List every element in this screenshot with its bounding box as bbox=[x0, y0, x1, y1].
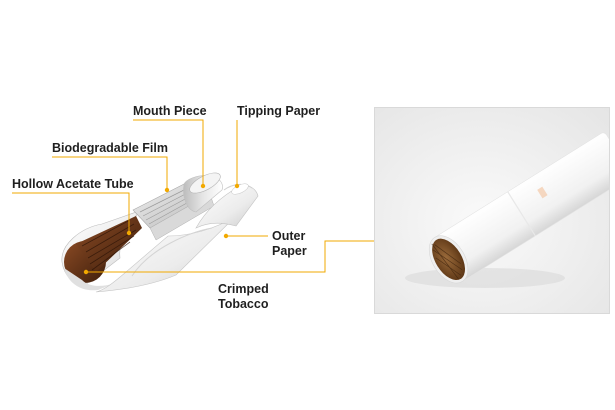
label-crimped-tobacco-line1: Crimped bbox=[218, 282, 269, 296]
label-mouth-piece: Mouth Piece bbox=[133, 104, 207, 118]
label-outer-paper-line2: Paper bbox=[272, 244, 307, 258]
leader-hollow-acetate-tube bbox=[12, 192, 130, 233]
label-tipping-paper: Tipping Paper bbox=[237, 104, 321, 118]
label-crimped-tobacco: Crimped Tobacco bbox=[218, 282, 269, 312]
label-hollow-acetate-tube: Hollow Acetate Tube bbox=[12, 177, 134, 191]
outer-paper-sheet bbox=[95, 215, 237, 293]
leader-biodegradable-film bbox=[52, 156, 168, 190]
tobacco-strands bbox=[81, 219, 137, 271]
label-outer-paper: Outer Paper bbox=[272, 229, 307, 259]
leader-mouth-piece bbox=[133, 119, 204, 186]
label-outer-paper-line1: Outer bbox=[272, 229, 306, 243]
label-crimped-tobacco-line2: Tobacco bbox=[218, 297, 269, 311]
label-biodegradable-film: Biodegradable Film bbox=[52, 141, 168, 155]
leader-crimped-tobacco bbox=[86, 240, 421, 273]
tobacco-section bbox=[61, 209, 143, 291]
leader-lines bbox=[12, 119, 421, 273]
tobacco-stick-photo bbox=[374, 107, 610, 314]
mouth-piece-tube bbox=[183, 172, 223, 213]
tobacco-stick-photo-graphic bbox=[375, 108, 609, 313]
